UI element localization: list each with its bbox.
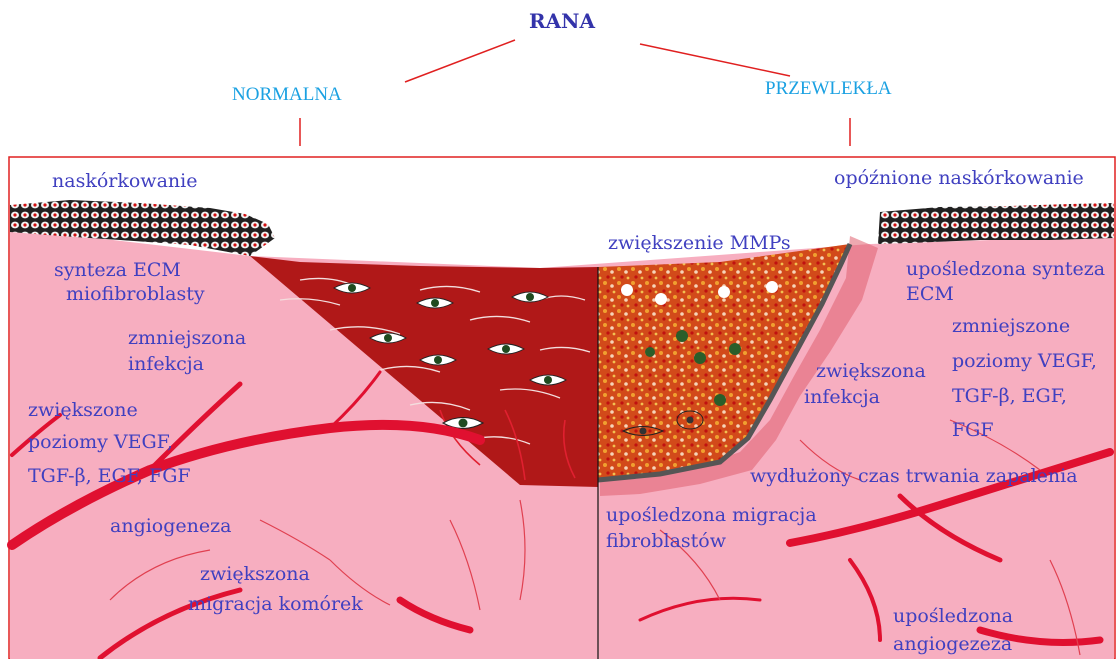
label-cell-migration-1: zwiększona [200, 563, 310, 585]
label-impaired-angiogenesis-2: angiogezeza [893, 633, 1012, 655]
label-impaired-migration-2: fibroblastów [606, 530, 727, 552]
label-cell-migration-2: migracja komórek [188, 593, 363, 615]
label-angiogenesis: angiogeneza [110, 515, 231, 537]
connector-right [640, 44, 790, 76]
label-reduced-growth-4: FGF [952, 419, 994, 441]
label-impaired-angiogenesis-1: upośledzona [893, 605, 1013, 627]
label-epithelialization: naskórkowanie [52, 170, 197, 192]
label-delayed-epithelialization: opóźnione naskórkowanie [834, 167, 1084, 189]
label-growth-factors-3: TGF-β, EGF, FGF [28, 465, 191, 487]
label-increased-infection-1: zwiększona [816, 360, 926, 382]
label-reduced-infection-1: zmniejszona [128, 327, 246, 349]
diagram-title: RANA [529, 9, 595, 33]
branch-normal-label: NORMALNA [232, 84, 342, 105]
label-increased-mmps: zwiększenie MMPs [608, 232, 791, 254]
branch-chronic-label: PRZEWLEKŁA [765, 78, 892, 99]
connector-left [405, 40, 515, 82]
label-reduced-growth-3: TGF-β, EGF, [952, 385, 1067, 407]
label-impaired-ecm-2: ECM [906, 283, 954, 305]
label-reduced-infection-2: infekcja [128, 353, 204, 375]
label-impaired-ecm-1: upośledzona synteza [906, 258, 1105, 280]
label-growth-factors-2: poziomy VEGF, [28, 431, 173, 453]
label-prolonged-inflammation: wydłużony czas trwania zapalenia [750, 465, 1078, 487]
label-increased-infection-2: infekcja [804, 386, 880, 408]
label-reduced-growth-1: zmniejszone [952, 315, 1070, 337]
label-reduced-growth-2: poziomy VEGF, [952, 350, 1097, 372]
label-myofibroblasts: miofibroblasty [66, 283, 205, 305]
label-impaired-migration-1: upośledzona migracja [606, 504, 817, 526]
label-growth-factors-1: zwiększone [28, 399, 138, 421]
label-ecm-synthesis: synteza ECM [54, 259, 181, 281]
